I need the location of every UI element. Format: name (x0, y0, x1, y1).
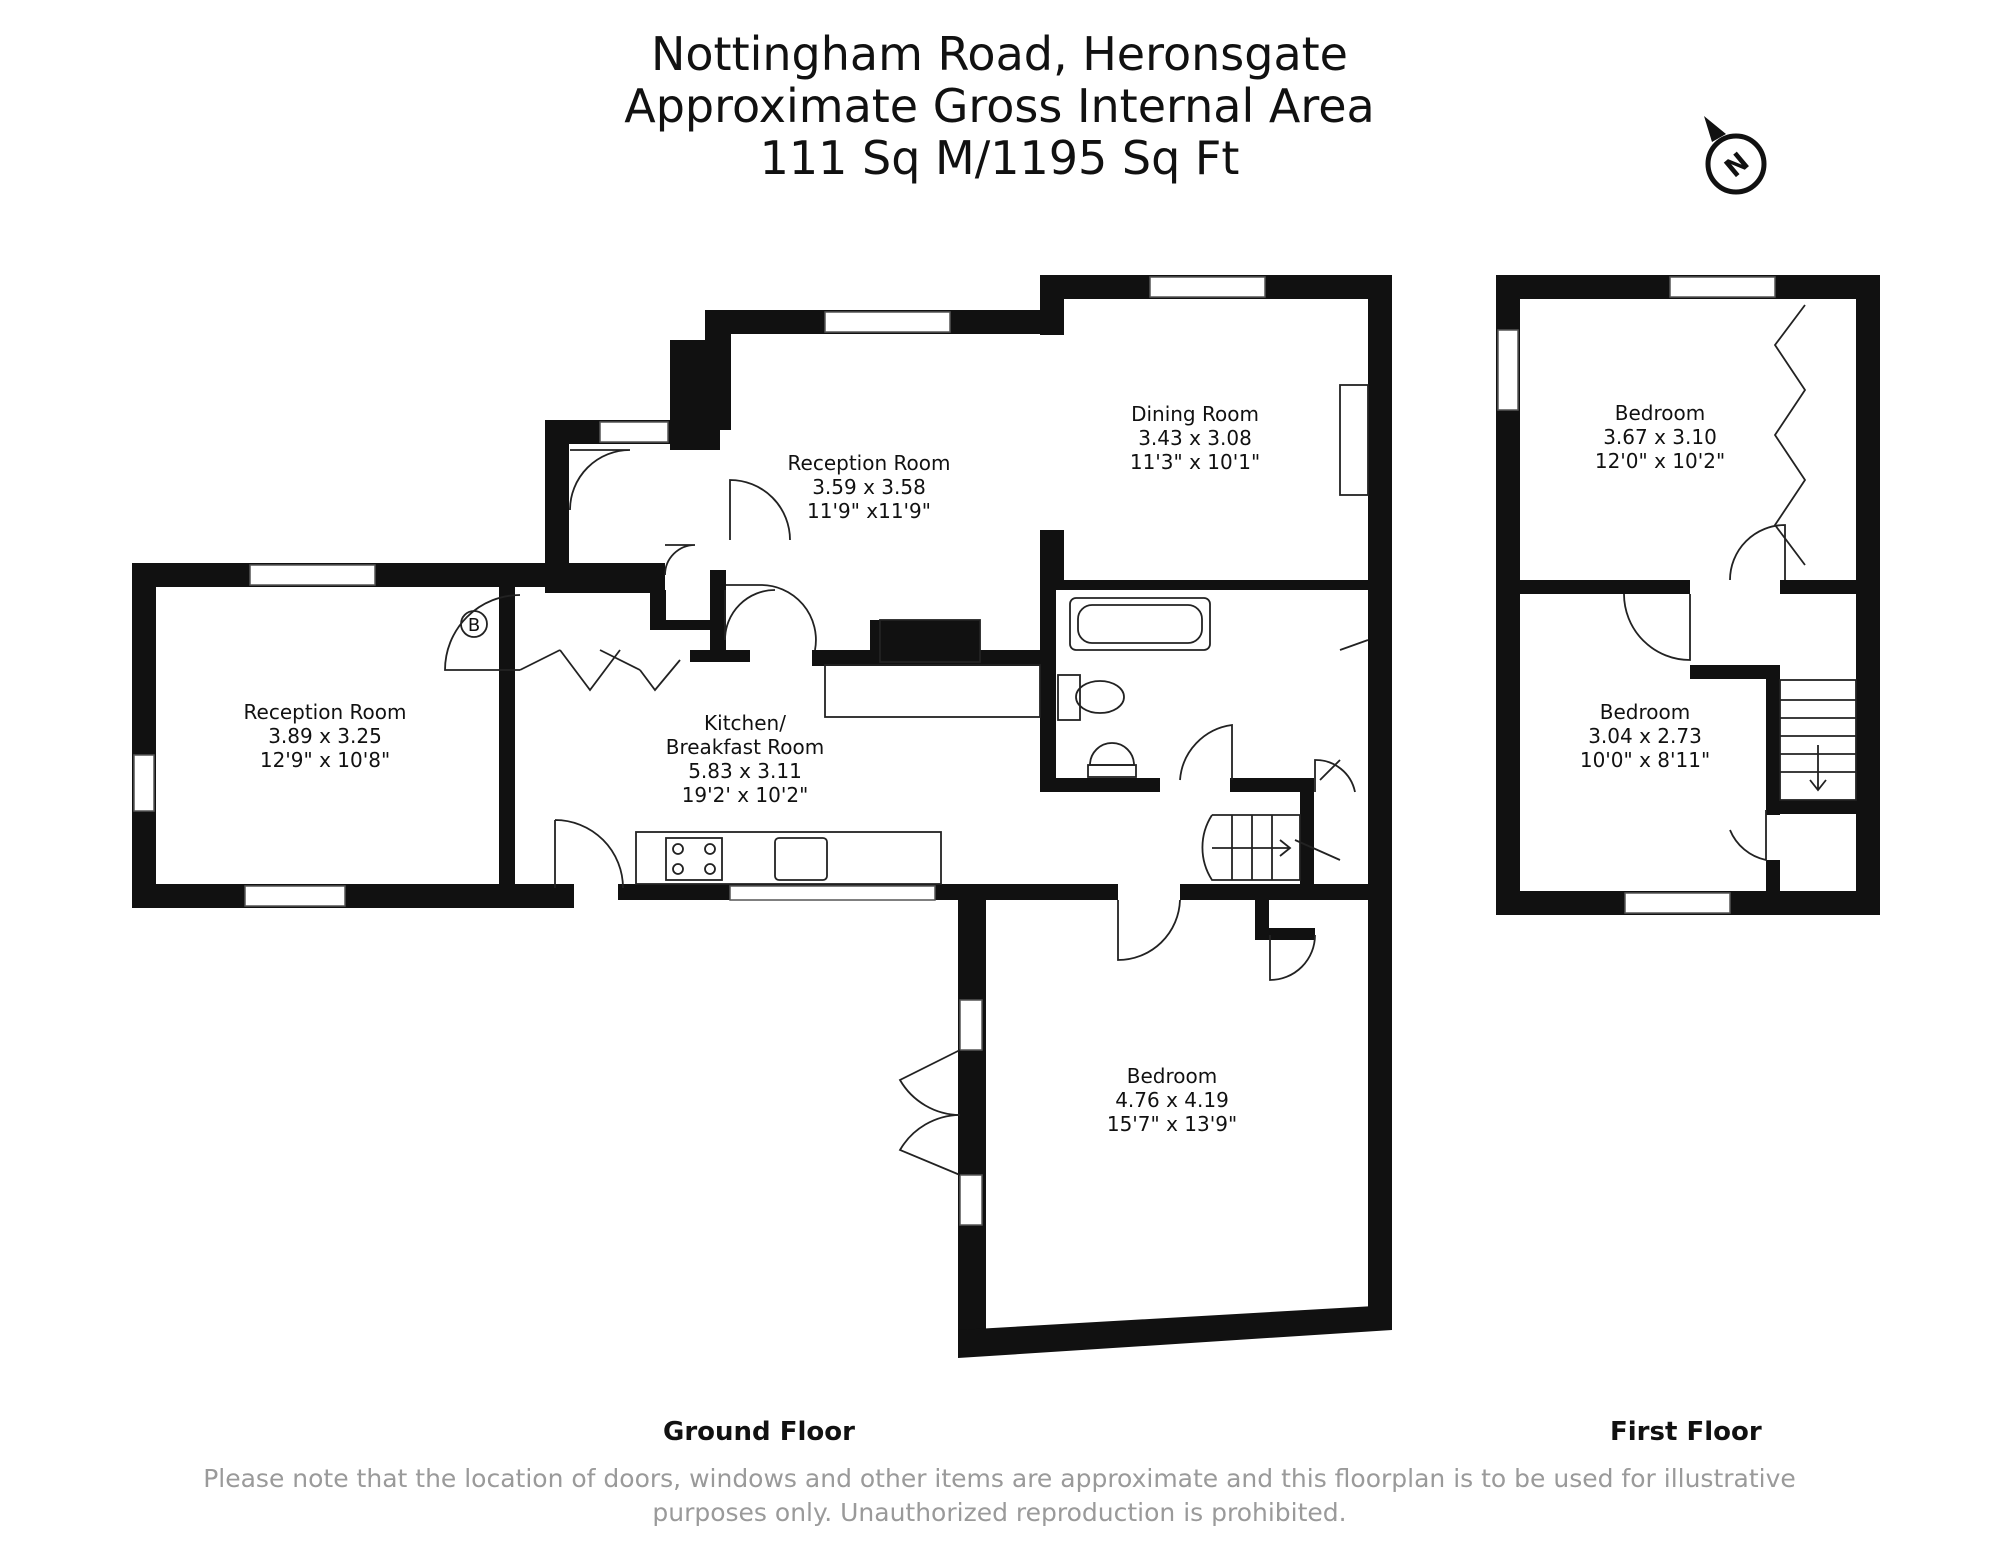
door-swing (1729, 524, 1786, 581)
room-name: Reception Room (244, 700, 407, 724)
area-label: Approximate Gross Internal Area (624, 79, 1375, 133)
area-value: 111 Sq M/1195 Sq Ft (759, 131, 1240, 185)
room-imperial: 19'2' x 10'2" (682, 783, 809, 807)
room-imperial: 15'7" x 13'9" (1107, 1112, 1237, 1136)
boiler-icon (460, 610, 488, 638)
windows (133, 276, 1776, 1226)
room-name: Bedroom (1127, 1064, 1217, 1088)
room-name: Kitchen/ (704, 711, 786, 735)
door-swing (1117, 899, 1181, 961)
room-name: Bedroom (1600, 700, 1690, 724)
ground-floor-label: Ground Floor (663, 1417, 855, 1447)
room-name: Dining Room (1131, 402, 1259, 426)
french-doors (898, 1049, 961, 1176)
disclaimer: Please note that the location of doors, … (0, 1462, 1999, 1530)
room-name: Reception Room (788, 451, 951, 475)
room-metric: 3.89 x 3.25 (268, 724, 382, 748)
disclaimer-line: purposes only. Unauthorized reproduction… (652, 1498, 1347, 1527)
room-name: Bedroom (1615, 401, 1705, 425)
room-imperial: 10'0" x 8'11" (1580, 748, 1710, 772)
room-metric: 4.76 x 4.19 (1115, 1088, 1229, 1112)
door-swing (1179, 723, 1233, 781)
fittings (444, 304, 1857, 1176)
door-swing (569, 449, 631, 511)
room-imperial: 11'3" x 10'1" (1130, 450, 1260, 474)
boiler-label: B (468, 615, 480, 636)
plan-title: Nottingham Road, Heronsgate Approximate … (0, 28, 1999, 184)
room-metric: 3.67 x 3.10 (1603, 425, 1717, 449)
room-imperial: 12'9" x 10'8" (260, 748, 390, 772)
room-imperial: 11'9" x11'9" (807, 499, 931, 523)
room-name: Breakfast Room (666, 735, 825, 759)
compass-icon: N (1704, 116, 1767, 195)
room-imperial: 12'0" x 10'2" (1595, 449, 1725, 473)
door-swing (1623, 593, 1691, 661)
disclaimer-line: Please note that the location of doors, … (203, 1464, 1796, 1493)
address-title: Nottingham Road, Heronsgate (651, 27, 1348, 81)
first-floor-label: First Floor (1610, 1417, 1762, 1447)
room-metric: 5.83 x 3.11 (688, 759, 802, 783)
door-swing (444, 594, 521, 671)
room-metric: 3.43 x 3.08 (1138, 426, 1252, 450)
room-metric: 3.59 x 3.58 (812, 475, 926, 499)
room-metric: 3.04 x 2.73 (1588, 724, 1702, 748)
door-swing (729, 479, 791, 541)
door-swing (554, 819, 624, 889)
